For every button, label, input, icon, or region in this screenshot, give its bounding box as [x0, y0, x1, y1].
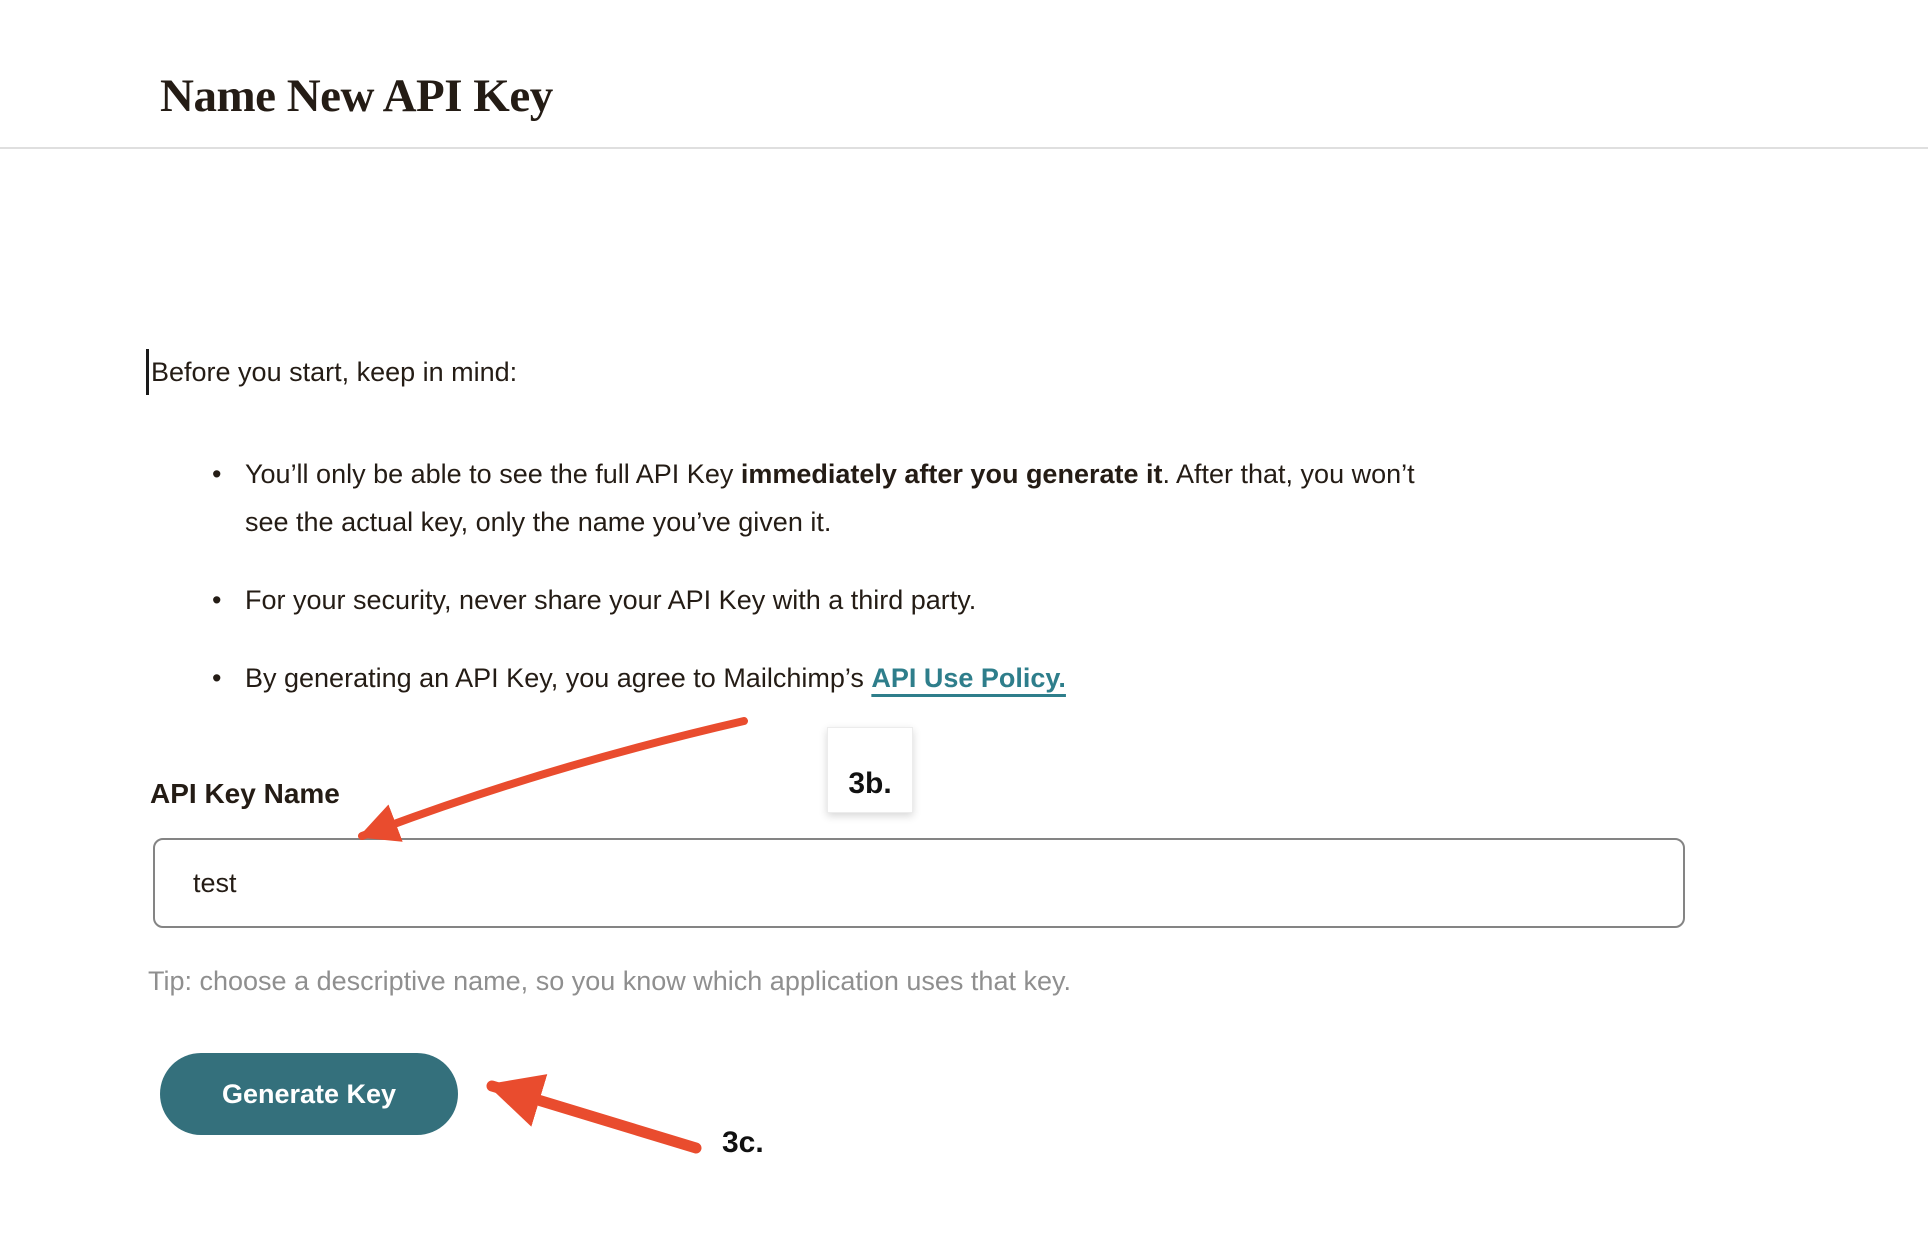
generate-key-button[interactable]: Generate Key — [160, 1053, 458, 1135]
header-divider — [0, 147, 1928, 149]
step-3b-annotation: 3b. — [827, 727, 913, 813]
bullet1-line2: see the actual key, only the name you’ve… — [245, 507, 832, 537]
input-tip-text: Tip: choose a descriptive name, so you k… — [148, 966, 1071, 996]
bullet1-text-cont: . After that, you won’t — [1162, 459, 1415, 489]
list-item: • For your security, never share your AP… — [150, 576, 1640, 624]
intro-line: Before you start, keep in mind: — [146, 349, 517, 395]
step-3c-annotation: 3c. — [722, 1126, 764, 1159]
keep-in-mind-list: • You’ll only be able to see the full AP… — [150, 450, 1640, 732]
api-key-name-label: API Key Name — [150, 778, 340, 809]
bullet2-text: For your security, never share your API … — [245, 585, 977, 615]
text-cursor-caret — [146, 349, 149, 395]
bullet3-text: By generating an API Key, you agree to M… — [245, 663, 872, 693]
list-item: • By generating an API Key, you agree to… — [150, 654, 1640, 702]
page-title: Name New API Key — [160, 70, 553, 123]
intro-text: Before you start, keep in mind: — [151, 356, 518, 387]
bullet1-text: You’ll only be able to see the full API … — [245, 459, 741, 489]
curved-arrow-to-input-icon — [358, 717, 748, 842]
bullet-icon: • — [212, 459, 222, 489]
bullet1-bold-text: immediately after you generate it — [740, 459, 1163, 489]
bullet-icon: • — [212, 585, 222, 615]
bullet-icon: • — [212, 663, 222, 693]
api-use-policy-link[interactable]: API Use Policy. — [871, 663, 1066, 693]
straight-arrow-to-button-icon — [486, 1074, 702, 1154]
api-key-name-input[interactable] — [153, 838, 1685, 928]
list-item: • You’ll only be able to see the full AP… — [150, 450, 1640, 546]
